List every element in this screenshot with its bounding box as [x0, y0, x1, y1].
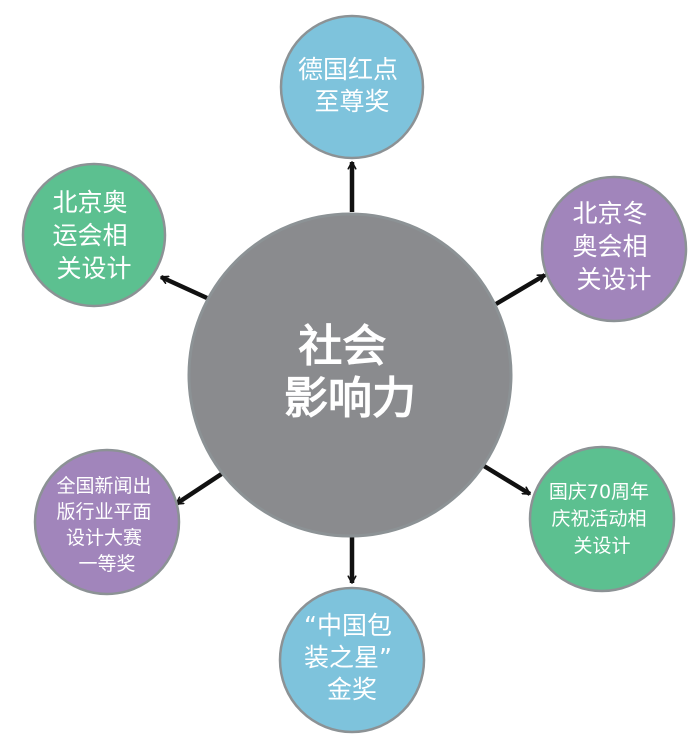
node-bottom-label: “中国包 装之星” 金奖: [304, 611, 400, 704]
node-lower-left-label: 全国新闻出 版行业平面 设计大赛 一等奖: [56, 475, 157, 575]
node-lower-right-line-2: 庆祝活动相: [551, 508, 646, 530]
node-top: 德国红点 至尊奖: [279, 14, 425, 160]
node-top-circle: [279, 14, 425, 160]
node-upper-right: 北京冬 奥会相 关设计: [540, 175, 688, 323]
node-top-line-2: 至尊奖: [314, 87, 389, 116]
node-lower-left-line-2: 版行业平面: [56, 501, 151, 523]
node-upper-right-line-3: 关设计: [576, 265, 651, 294]
node-bottom-circle: [278, 586, 426, 734]
arrow-to-upper-left: [160, 274, 208, 301]
node-lower-left-circle: [33, 448, 181, 596]
node-upper-left-circle: [21, 162, 167, 308]
node-lower-left: 全国新闻出 版行业平面 设计大赛 一等奖: [33, 448, 181, 596]
node-upper-right-line-1: 北京冬: [573, 199, 648, 228]
center-circle: [187, 212, 513, 538]
node-bottom-line-1: “中国包: [304, 611, 392, 640]
node-upper-left: 北京奥 运会相 关设计: [21, 162, 167, 308]
node-lower-right-line-1: 国庆70周年: [549, 481, 649, 503]
node-bottom-line-2: 装之星”: [304, 643, 392, 672]
node-upper-right-line-2: 奥会相: [573, 232, 648, 261]
arrow-to-lower-right: [482, 464, 532, 496]
node-upper-right-circle: [540, 175, 688, 323]
node-top-line-1: 德国红点: [298, 55, 398, 84]
arrows: [160, 162, 547, 583]
node-top-label: 德国红点 至尊奖: [298, 55, 406, 116]
node-lower-right-line-3: 关设计: [573, 535, 630, 557]
node-lower-right-label: 国庆70周年 庆祝活动相 关设计: [549, 481, 655, 557]
arrow-to-upper-right: [494, 273, 547, 306]
node-lower-left-line-1: 全国新闻出: [56, 475, 151, 497]
node-lower-right: 国庆70周年 庆祝活动相 关设计: [528, 445, 676, 593]
node-upper-left-line-1: 北京奥: [53, 188, 128, 217]
node-lower-left-line-3: 设计大赛: [66, 527, 142, 549]
node-lower-left-line-4: 一等奖: [78, 553, 135, 575]
node-upper-left-line-3: 关设计: [56, 254, 131, 283]
arrow-to-lower-left: [174, 471, 225, 506]
node-upper-left-line-2: 运会相: [53, 221, 128, 250]
node-bottom-line-3: 金奖: [327, 675, 377, 704]
center-label: 社会 影响力: [284, 321, 416, 424]
node-upper-right-label: 北京冬 奥会相 关设计: [573, 199, 656, 294]
node-upper-left-label: 北京奥 运会相 关设计: [53, 188, 136, 283]
node-bottom: “中国包 装之星” 金奖: [278, 586, 426, 734]
center-line-1: 社会: [298, 321, 386, 372]
center-line-2: 影响力: [284, 373, 416, 424]
node-lower-right-circle: [528, 445, 676, 593]
center-node: 社会 影响力: [187, 212, 513, 538]
